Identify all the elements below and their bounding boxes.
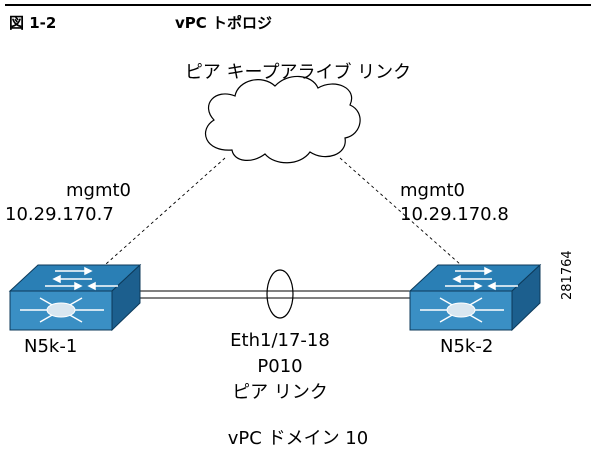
left-switch-label: N5k-1 [24,336,78,357]
peer-link-label: ピア リンク [232,382,328,403]
right-switch-label: N5k-2 [440,336,494,357]
cloud-icon [204,75,361,164]
figure-number: 図 1-2 [9,14,57,32]
figure-title: vPC トポロジ [175,14,273,32]
switch-icon-n5k-1 [8,263,142,332]
port-channel-ellipse [266,269,294,319]
left-mgmt-interface-label: mgmt0 [66,180,132,201]
peer-link-lines [135,290,440,299]
keepalive-link-label: ピア キープアライブ リンク [184,62,412,83]
port-range-label: Eth1/17-18 [230,330,330,351]
right-keepalive-line [339,157,479,281]
left-keepalive-line [87,157,226,281]
switch-icon-n5k-2 [408,263,542,332]
figure-header: 図 1-2 vPC トポロジ [5,4,591,36]
right-mgmt-ip-label: 10.29.170.8 [400,204,509,225]
right-mgmt-interface-label: mgmt0 [400,180,466,201]
left-mgmt-ip-label: 10.29.170.7 [5,204,114,225]
figure-code: 281764 [560,250,575,300]
vpc-domain-label: vPC ドメイン 10 [227,428,369,449]
port-channel-label: P010 [257,356,303,377]
